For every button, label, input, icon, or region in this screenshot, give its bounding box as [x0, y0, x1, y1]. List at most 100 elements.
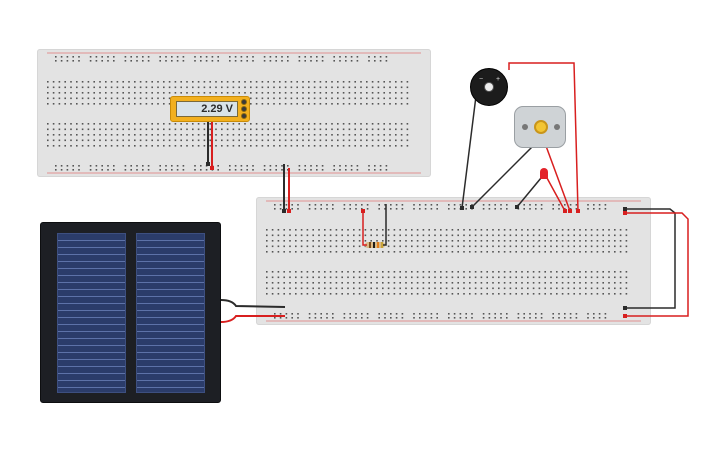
terminal-hole	[395, 134, 397, 136]
breadboard-bottom[interactable]	[256, 197, 651, 325]
terminal-hole	[244, 134, 246, 136]
terminal-hole	[400, 86, 403, 89]
terminal-hole	[561, 251, 564, 253]
rail-hole	[182, 60, 185, 62]
terminal-hole	[151, 123, 153, 125]
terminal-hole	[47, 81, 49, 83]
terminal-hole	[360, 103, 362, 105]
terminal-hole	[371, 134, 374, 136]
terminal-hole	[192, 86, 194, 89]
terminal-hole	[261, 103, 264, 105]
rail-hole	[575, 317, 578, 319]
rail-hole	[95, 169, 98, 171]
terminal-hole	[313, 86, 316, 89]
terminal-hole	[134, 145, 136, 147]
terminal-hole	[273, 86, 275, 89]
terminal-hole	[389, 97, 391, 100]
terminal-hole	[434, 293, 436, 295]
terminal-hole	[387, 282, 390, 284]
terminal-hole	[486, 240, 488, 242]
terminal-hole	[353, 251, 355, 253]
terminal-hole	[383, 145, 385, 147]
terminal-hole	[347, 287, 349, 290]
rail-hole	[275, 169, 277, 171]
terminal-hole	[215, 86, 217, 89]
terminal-hole	[366, 97, 368, 100]
terminal-hole	[221, 128, 223, 131]
rail-hole	[60, 56, 63, 58]
rail-hole	[419, 204, 421, 206]
terminal-hole	[163, 123, 165, 125]
terminal-hole	[306, 293, 309, 295]
multimeter-jack-2[interactable]	[241, 106, 247, 112]
rail-hole	[326, 208, 328, 210]
multimeter-icon[interactable]: 2.29 V	[170, 96, 250, 122]
rail-hole	[136, 60, 138, 62]
terminal-hole	[393, 240, 396, 242]
terminal-hole	[383, 92, 385, 94]
rail-hole	[355, 204, 357, 206]
terminal-hole	[515, 229, 517, 231]
terminal-hole	[527, 287, 529, 290]
terminal-hole	[342, 139, 345, 142]
terminal-hole	[192, 134, 194, 136]
terminal-hole	[151, 134, 153, 136]
resistor-red-wire	[362, 211, 367, 246]
terminal-hole	[480, 240, 483, 242]
terminal-hole	[76, 123, 78, 125]
multimeter-jack-1[interactable]	[241, 99, 247, 105]
terminal-hole	[371, 123, 374, 125]
terminal-hole	[279, 81, 281, 83]
terminal-hole	[614, 245, 616, 248]
terminal-hole	[52, 81, 55, 83]
rail-hole	[448, 313, 450, 315]
terminal-hole	[273, 128, 275, 131]
terminal-hole	[319, 134, 322, 136]
terminal-hole	[521, 282, 523, 284]
terminal-hole	[58, 103, 61, 105]
terminal-hole	[337, 128, 339, 131]
led-icon[interactable]	[540, 168, 548, 179]
terminal-hole	[457, 276, 459, 279]
terminal-hole	[389, 103, 391, 105]
terminal-hole	[267, 86, 269, 89]
terminal-hole	[261, 139, 264, 142]
buzzer-icon[interactable]: − +	[470, 68, 508, 106]
terminal-hole	[619, 251, 622, 253]
terminal-hole	[521, 287, 523, 290]
terminal-hole	[614, 229, 616, 231]
rail-hole	[436, 204, 438, 206]
terminal-hole	[509, 245, 512, 248]
rail-hole	[436, 313, 438, 315]
terminal-hole	[579, 271, 581, 273]
rail-hole	[234, 169, 237, 171]
terminal-hole	[573, 271, 575, 273]
terminal-hole	[451, 293, 454, 295]
rail-hole	[488, 313, 491, 315]
terminal-hole	[277, 229, 280, 231]
solar-panel-icon[interactable]	[40, 222, 221, 403]
terminal-hole	[151, 86, 153, 89]
terminal-hole	[411, 293, 413, 295]
terminal-hole	[469, 276, 471, 279]
terminal-hole	[360, 139, 362, 142]
terminal-hole	[463, 234, 465, 237]
terminal-hole	[348, 81, 351, 83]
terminal-hole	[116, 134, 119, 136]
rail-hole	[517, 313, 520, 315]
terminal-hole	[296, 145, 298, 147]
terminal-hole	[366, 103, 368, 105]
terminal-hole	[399, 234, 401, 237]
multimeter-jack-3[interactable]	[241, 113, 247, 119]
dc-motor-icon[interactable]	[514, 106, 566, 148]
terminal-hole	[515, 245, 517, 248]
resistor-icon[interactable]	[365, 242, 385, 248]
terminal-hole	[405, 287, 407, 290]
terminal-hole	[602, 282, 604, 284]
terminal-hole	[192, 145, 194, 147]
terminal-hole	[341, 282, 343, 284]
terminal-hole	[168, 123, 171, 125]
terminal-hole	[422, 293, 425, 295]
terminal-hole	[186, 86, 188, 89]
